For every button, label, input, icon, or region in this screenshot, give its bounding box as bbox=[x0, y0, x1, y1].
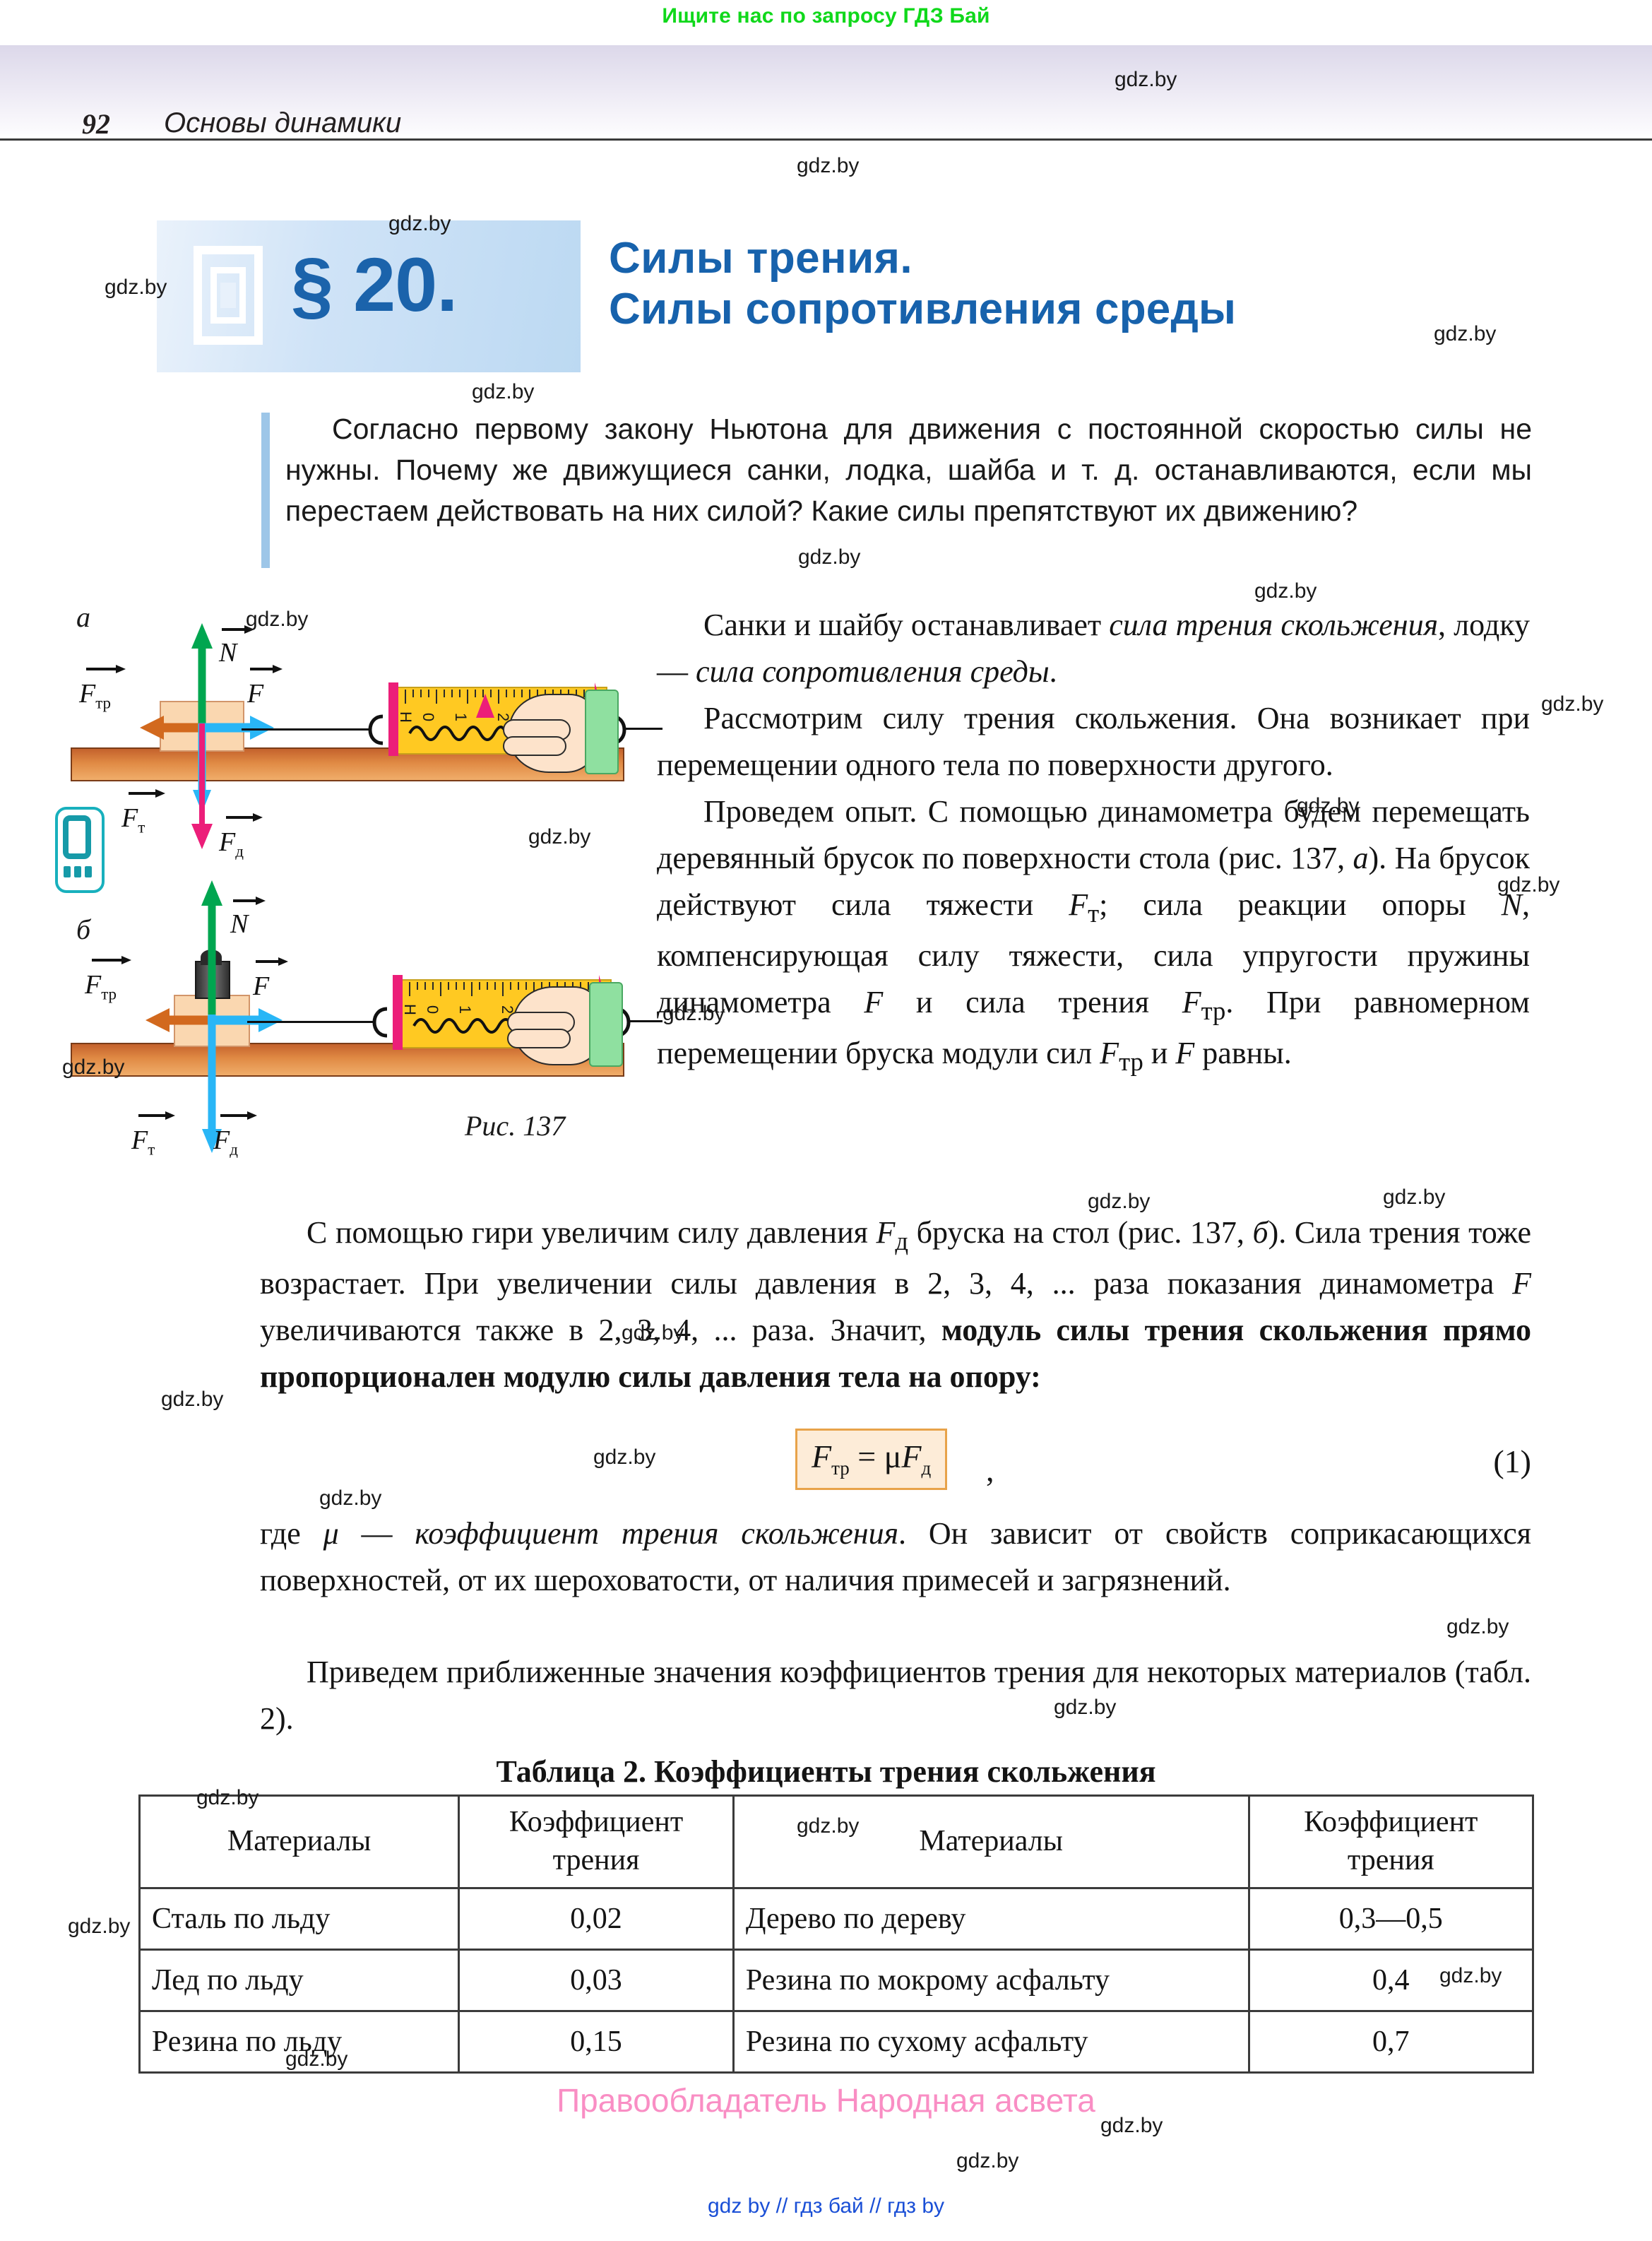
vector-normal-arrow-b bbox=[201, 880, 222, 1017]
section-number: § 20. bbox=[291, 242, 458, 327]
cell-material: Лед по льду bbox=[138, 1948, 460, 2012]
watermark-8: gdz.by bbox=[1254, 579, 1317, 603]
vector-applied-arrow-b bbox=[208, 1008, 283, 1032]
cell-coefficient-2: 0,4 bbox=[1247, 1948, 1535, 2012]
vector-label-applied-b: F bbox=[253, 957, 288, 1002]
paragraph-1: Санки и шайбу останавливает сила трения … bbox=[657, 608, 1530, 689]
table-row: Лед по льду 0,03 Резина по мокрому асфал… bbox=[138, 1948, 1535, 2012]
vector-label-normal: N bbox=[219, 625, 254, 668]
table-row: Сталь по льду 0,02 Дерево по дереву 0,3—… bbox=[138, 1886, 1535, 1951]
watermark-1: gdz.by bbox=[797, 154, 860, 177]
vector-gravity-pressure-arrows bbox=[191, 723, 213, 849]
vector-label-normal-b: N bbox=[230, 897, 266, 940]
book-glyph-icon bbox=[194, 246, 263, 345]
right-column-text: Санки и шайбу останавливает сила трения … bbox=[657, 602, 1530, 1080]
cell-material-2: Резина по сухому асфальту bbox=[732, 2009, 1250, 2074]
table-header-row: Материалы Коэффициент трения Материалы К… bbox=[138, 1794, 1535, 1889]
mobile-phone-icon bbox=[55, 807, 105, 893]
vector-applied-arrow bbox=[199, 716, 274, 740]
th-coefficient-2: Коэффициент трения bbox=[1247, 1794, 1535, 1889]
figure-137: а N Fтр bbox=[42, 593, 662, 1159]
cell-material-2: Резина по мокрому асфальту bbox=[732, 1948, 1250, 2012]
watermark-21: gdz.by bbox=[1446, 1615, 1509, 1638]
th-coefficient-1: Коэффициент трения bbox=[458, 1794, 735, 1889]
vector-gravity-pressure-arrows-b bbox=[202, 1015, 222, 1153]
watermark-18: gdz.by bbox=[161, 1388, 224, 1411]
section-number-card: § 20. bbox=[157, 220, 581, 372]
promo-banner: Ищите нас по запросу ГДЗ Бай bbox=[662, 4, 990, 28]
figure-part-label-b: б bbox=[76, 913, 91, 945]
paragraph-6-block: Приведем приближенные значения коэффицие… bbox=[260, 1649, 1531, 1742]
formula-number: (1) bbox=[1493, 1443, 1531, 1479]
chapter-title: Основы динамики bbox=[164, 107, 402, 138]
watermark-25: gdz.by bbox=[68, 1915, 131, 1938]
cell-coefficient: 0,02 bbox=[458, 1886, 735, 1951]
vector-label-gravity-b: Fт bbox=[131, 1111, 175, 1159]
table-caption: Таблица 2. Коэффициенты трения скольжени… bbox=[496, 1754, 1156, 1789]
section-title-line1: Силы трения. bbox=[609, 234, 913, 283]
intro-paragraph: Согласно первому закону Ньютона для движ… bbox=[285, 413, 1532, 528]
watermark-6: gdz.by bbox=[798, 545, 861, 569]
spring-icon bbox=[408, 726, 507, 741]
header-rule bbox=[0, 138, 1652, 141]
watermark-16: gdz.by bbox=[1383, 1185, 1446, 1209]
th-materials-2: Материалы bbox=[732, 1794, 1250, 1889]
paragraph-4: С помощью гири увеличим силу давления Fд… bbox=[260, 1215, 1531, 1394]
cell-coefficient-2: 0,3—0,5 bbox=[1247, 1886, 1535, 1951]
vector-label-pressure-b: Fд bbox=[213, 1111, 257, 1159]
vector-label-pressure: Fд bbox=[219, 813, 263, 861]
vector-label-applied: F bbox=[247, 665, 283, 709]
vector-label-friction: Fтр bbox=[79, 665, 126, 713]
figure-137-a: а N Fтр bbox=[42, 593, 662, 862]
bottom-links: gdz by // гдз бай // гдз by bbox=[707, 2194, 945, 2218]
vector-label-friction-b: Fтр bbox=[85, 956, 131, 1004]
figure-137-b: б N Fтр bbox=[42, 876, 662, 1159]
friction-coefficients-table: Материалы Коэффициент трения Материалы К… bbox=[138, 1794, 1535, 2074]
section-title-line2: Силы сопротивления среды bbox=[609, 284, 1237, 333]
cell-material: Резина по льду bbox=[138, 2009, 460, 2074]
cell-coefficient: 0,15 bbox=[458, 2009, 735, 2074]
vector-label-gravity: Fт bbox=[121, 789, 165, 837]
intro-accent-bar bbox=[261, 413, 270, 568]
section-title: Силы трения. Силы сопротивления среды bbox=[609, 233, 1527, 335]
cell-coefficient: 0,03 bbox=[458, 1948, 735, 2012]
watermark-5: gdz.by bbox=[472, 380, 535, 403]
cell-material: Сталь по льду bbox=[138, 1886, 460, 1951]
paragraph-2: Рассмотрим силу трения скольжения. Она в… bbox=[657, 701, 1530, 782]
page-number: 92 bbox=[82, 108, 110, 140]
watermark-9: gdz.by bbox=[1541, 692, 1604, 716]
paragraph-5: где μ — коэффициент трения скольжения. О… bbox=[260, 1516, 1531, 1597]
paragraph-5-block: где μ — коэффициент трения скольжения. О… bbox=[260, 1510, 1531, 1604]
friction-formula: Fтр = μFд bbox=[795, 1429, 948, 1491]
paragraph-4-block: С помощью гири увеличим силу давления Fд… bbox=[260, 1210, 1531, 1400]
watermark-29: gdz.by bbox=[956, 2149, 1019, 2172]
paragraph-6: Приведем приближенные значения коэффицие… bbox=[260, 1655, 1531, 1736]
cell-coefficient-2: 0,7 bbox=[1247, 2009, 1535, 2074]
figure-part-label-a: а bbox=[76, 601, 90, 633]
cell-material-2: Дерево по дереву bbox=[732, 1886, 1250, 1951]
formula-row: Fтр = μFд , (1) bbox=[260, 1429, 1531, 1499]
th-materials-1: Материалы bbox=[138, 1794, 460, 1889]
rights-holder: Правообладатель Народная асвета bbox=[557, 2082, 1095, 2119]
table-row: Резина по льду 0,15 Резина по сухому асф… bbox=[138, 2009, 1535, 2074]
formula-comma: , bbox=[986, 1452, 994, 1488]
paragraph-3: Проведем опыт. С помощью динамометра буд… bbox=[657, 794, 1531, 1076]
figure-caption: Рис. 137 bbox=[465, 1110, 566, 1142]
